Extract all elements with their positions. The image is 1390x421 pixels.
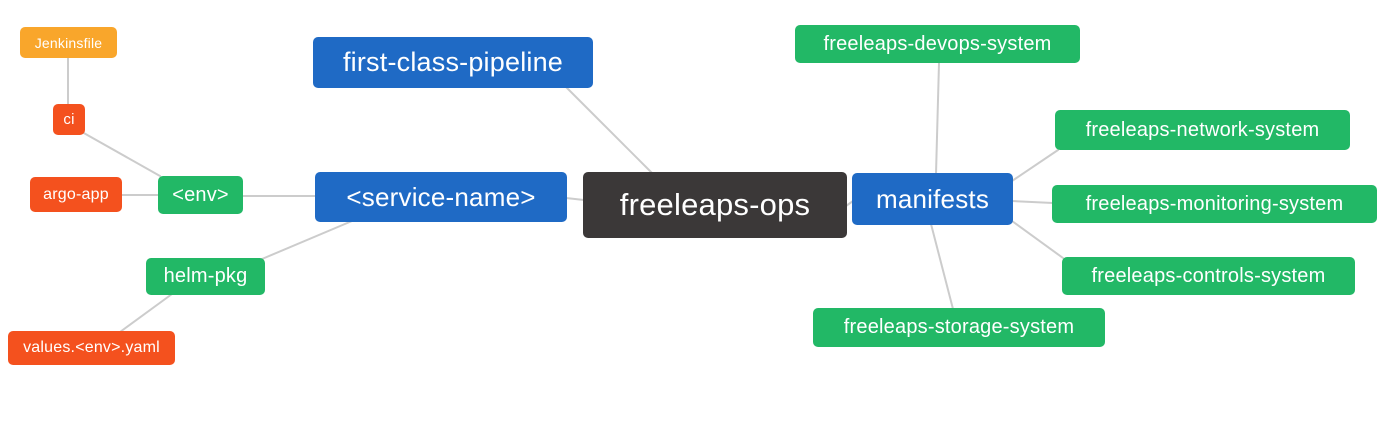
edge-first-class-pipeline-freeleaps-ops: [565, 86, 653, 174]
node-freeleaps-network-system[interactable]: freeleaps-network-system: [1055, 110, 1350, 150]
edge-service-name-helm-pkg: [261, 220, 353, 260]
node-values-env-yaml[interactable]: values.<env>.yaml: [8, 331, 175, 365]
node-argo-app[interactable]: argo-app: [30, 177, 122, 212]
edge-freeleaps-ops-manifests: [845, 200, 854, 207]
node-freeleaps-devops-system[interactable]: freeleaps-devops-system: [795, 25, 1080, 63]
node-freeleaps-storage-system[interactable]: freeleaps-storage-system: [813, 308, 1105, 347]
node-env[interactable]: <env>: [158, 176, 243, 214]
node-freeleaps-ops[interactable]: freeleaps-ops: [583, 172, 847, 238]
node-ci[interactable]: ci: [53, 104, 85, 135]
node-freeleaps-monitoring-system[interactable]: freeleaps-monitoring-system: [1052, 185, 1377, 223]
edge-manifests-controls-system: [1011, 220, 1064, 259]
node-first-class-pipeline[interactable]: first-class-pipeline: [313, 37, 593, 88]
edge-manifests-devops-system: [935, 62, 940, 175]
node-helm-pkg[interactable]: helm-pkg: [146, 258, 265, 295]
node-freeleaps-controls-system[interactable]: freeleaps-controls-system: [1062, 257, 1355, 295]
edge-helm-pkg-values-env-yaml: [119, 293, 173, 333]
edge-service-name-freeleaps-ops: [565, 197, 585, 201]
edge-manifests-storage-system: [930, 223, 954, 310]
node-jenkinsfile[interactable]: Jenkinsfile: [20, 27, 117, 58]
edge-ci-env: [81, 131, 161, 177]
node-service-name[interactable]: <service-name>: [315, 172, 567, 222]
edge-manifests-monitoring-system: [1011, 200, 1054, 204]
edge-manifests-network-system: [1011, 149, 1059, 182]
node-manifests[interactable]: manifests: [852, 173, 1013, 225]
